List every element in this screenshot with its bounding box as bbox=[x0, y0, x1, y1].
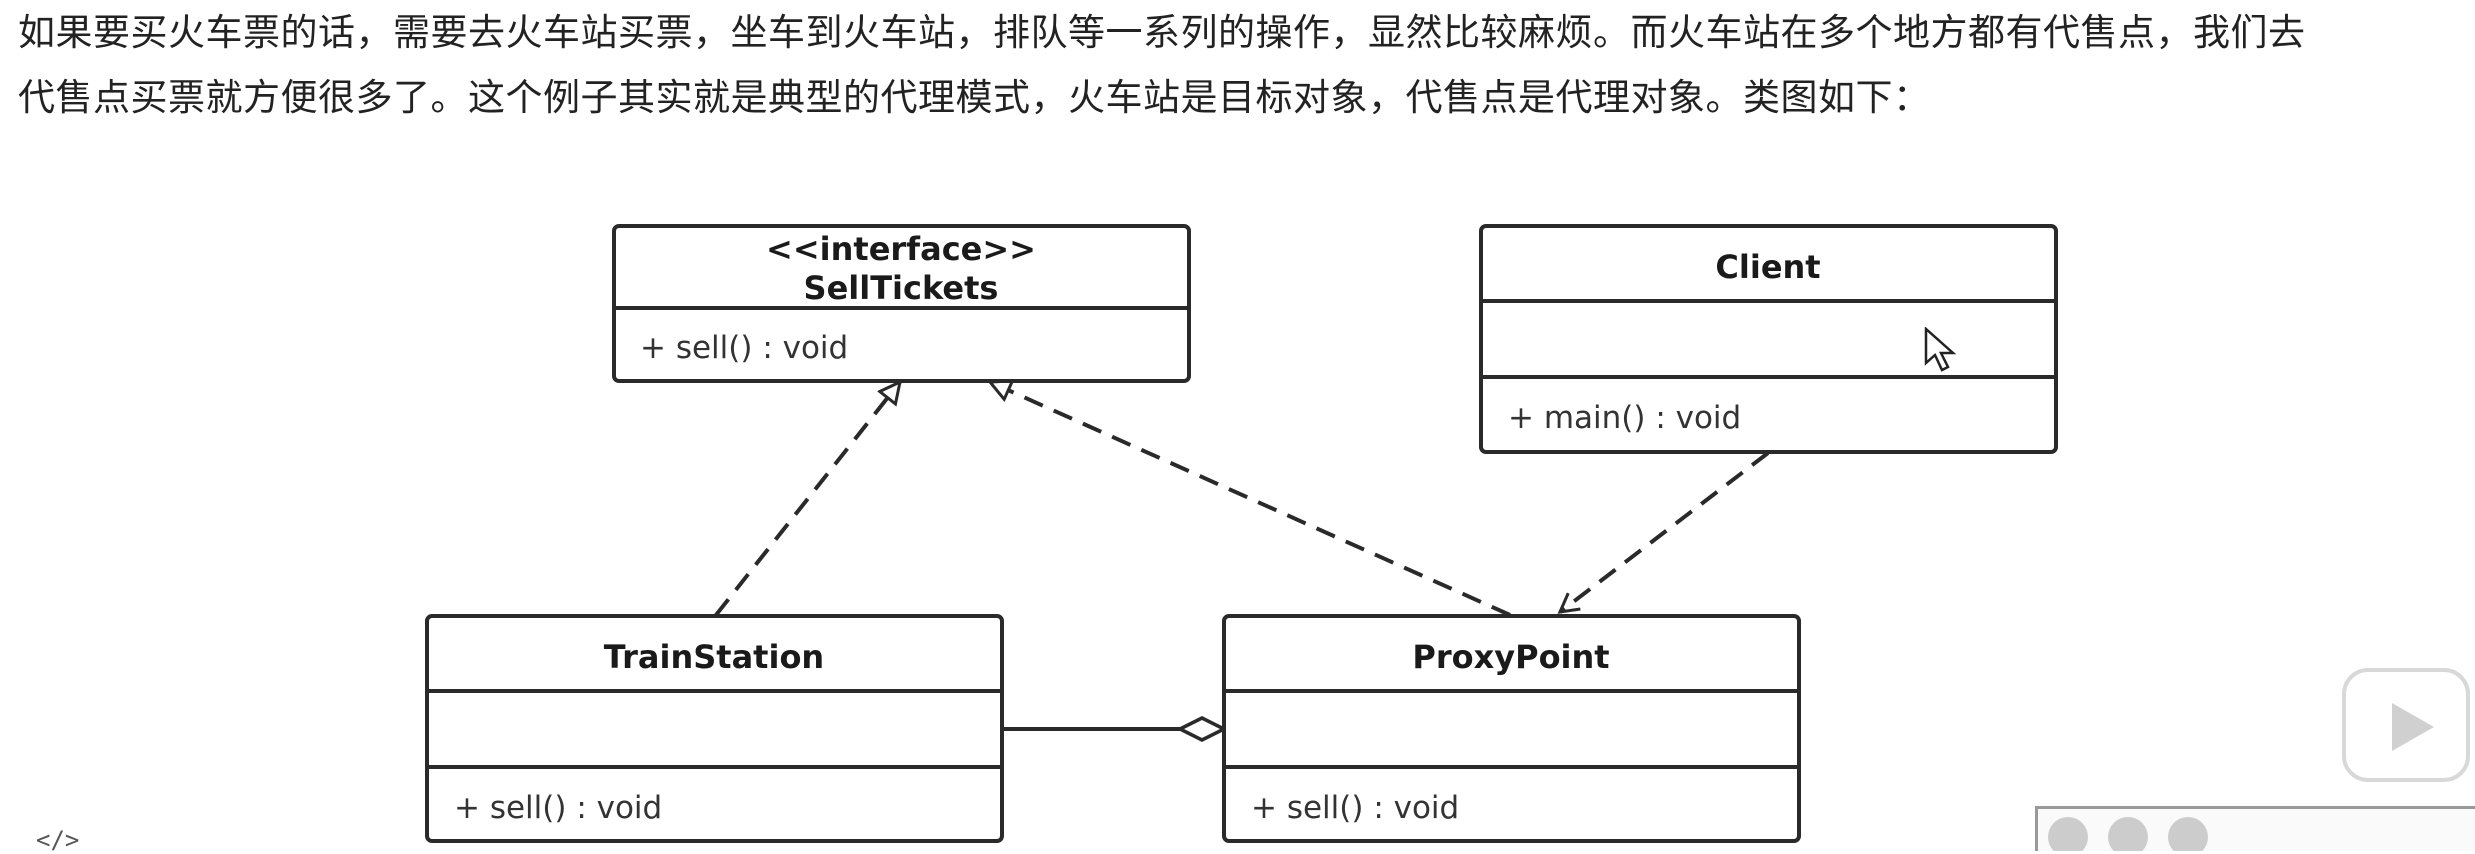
class-proxypoint: ProxyPoint + sell() : void bbox=[1222, 614, 1801, 843]
selltickets-method: + sell() : void bbox=[640, 330, 848, 366]
class-client: Client + main() : void bbox=[1479, 224, 2058, 454]
cursor-icon bbox=[1924, 326, 1958, 377]
article-text: 如果要买火车票的话，需要去火车站买票，坐车到火车站，排队等一系列的操作，显然比较… bbox=[18, 0, 2458, 130]
aggregation-diamond-icon bbox=[1176, 716, 1228, 742]
proxypoint-method: + sell() : void bbox=[1251, 790, 1459, 826]
selltickets-name: SellTickets bbox=[804, 269, 999, 307]
client-method: + main() : void bbox=[1508, 400, 1741, 436]
class-selltickets: <<interface>> SellTickets + sell() : voi… bbox=[612, 224, 1191, 383]
trainstation-method: + sell() : void bbox=[454, 790, 662, 826]
proxypoint-name: ProxyPoint bbox=[1412, 638, 1609, 676]
article-line-1: 如果要买火车票的话，需要去火车站买票，坐车到火车站，排队等一系列的操作，显然比较… bbox=[18, 11, 2306, 54]
code-icon[interactable]: </> bbox=[36, 826, 80, 854]
selltickets-stereotype: <<interface>> bbox=[766, 230, 1036, 268]
trainstation-name: TrainStation bbox=[604, 638, 824, 676]
realization-proxypoint-selltickets bbox=[990, 382, 1511, 617]
class-trainstation: TrainStation + sell() : void bbox=[425, 614, 1004, 843]
watermark-logo bbox=[2035, 806, 2475, 851]
realization-trainstation-selltickets bbox=[714, 382, 900, 617]
article-line-2: 代售点买票就方便很多了。这个例子其实就是典型的代理模式，火车站是目标对象，代售点… bbox=[18, 76, 1931, 119]
play-icon[interactable] bbox=[2342, 668, 2470, 782]
dependency-client-proxypoint bbox=[1557, 451, 1770, 614]
client-name: Client bbox=[1715, 248, 1820, 286]
